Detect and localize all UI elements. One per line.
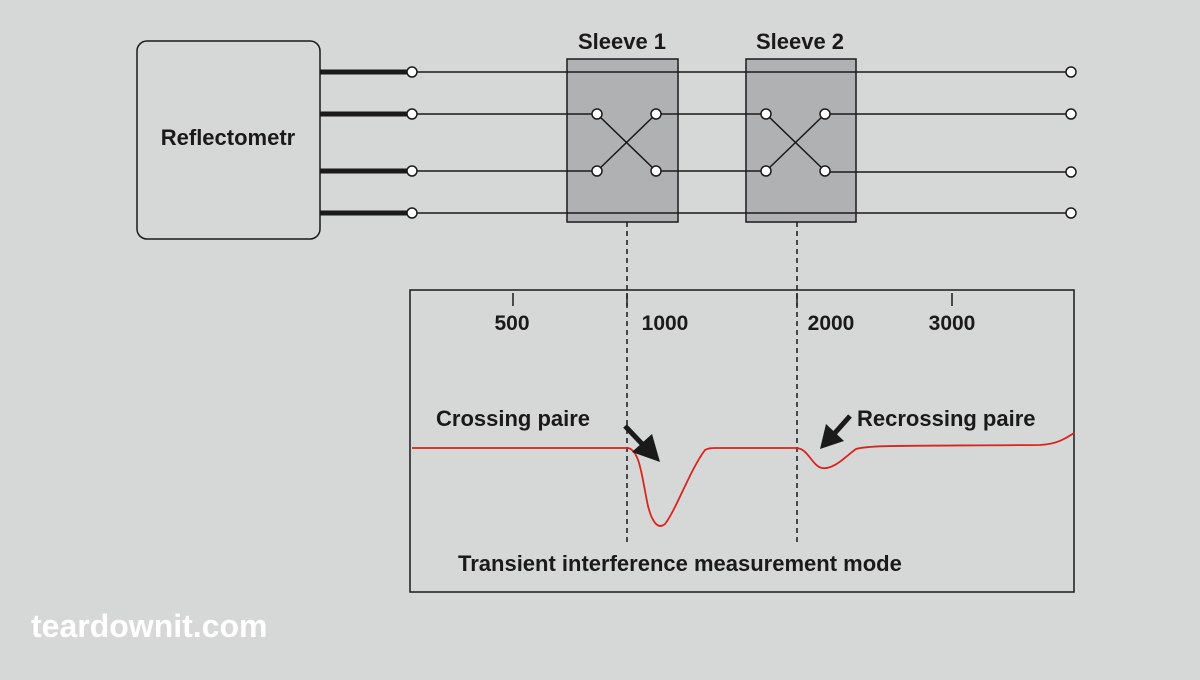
measurement-frame: [409, 289, 1075, 593]
reflectometer-box: [136, 40, 321, 240]
reflectometer-device: Reflectometr: [136, 40, 321, 240]
tick-label-3000: 3000: [929, 312, 976, 335]
crossing-arrow: [623, 424, 660, 462]
recrossing-arrow: [820, 414, 852, 449]
sleeve-2-label: Sleeve 2: [756, 29, 844, 54]
sleeve-1: Sleeve 1: [566, 29, 679, 223]
cable-wires: [412, 71, 1071, 214]
sleeve-2-box: [745, 58, 857, 223]
sleeve-1-box: [566, 58, 679, 223]
crossing-label: Crossing paire: [436, 406, 590, 431]
recrossing-label: Recrossing paire: [857, 406, 1036, 431]
sleeve-2: Sleeve 2: [745, 29, 857, 223]
mode-label: Transient interference measurement mode: [458, 551, 902, 576]
scale-ticks: [512, 293, 953, 306]
tick-label-1000: 1000: [642, 312, 689, 335]
tick-label-2000: 2000: [808, 312, 855, 335]
reflectometer-label: Reflectometr: [161, 125, 296, 150]
sleeve-1-label: Sleeve 1: [578, 29, 666, 54]
lead-wires: [320, 69, 410, 216]
sleeve-reference-lines: [626, 222, 798, 545]
watermark: teardownit.com: [31, 608, 267, 644]
reflectogram-trace: [412, 432, 1075, 527]
tick-label-500: 500: [494, 312, 529, 335]
terminal-points: [406, 66, 1077, 219]
